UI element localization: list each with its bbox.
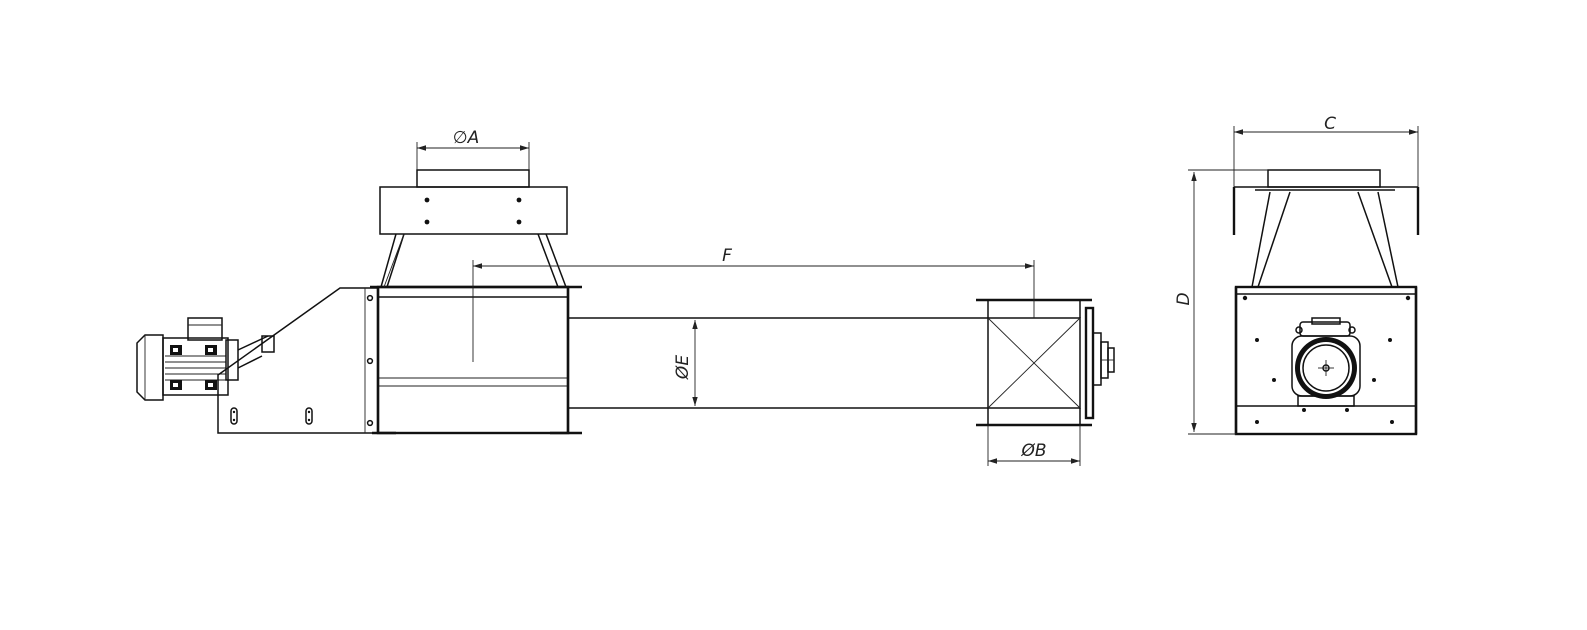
dimension-b: ØB	[987, 425, 1081, 466]
end-view: C D	[1174, 114, 1420, 436]
dimension-label-d: D	[1174, 292, 1194, 305]
dimension-label-a: ∅A	[453, 128, 479, 148]
dimension-a: ∅A	[416, 128, 530, 170]
dimension-label-e: ØE	[673, 355, 693, 380]
dimension-c: C	[1233, 114, 1419, 187]
side-view: ∅A F ØE ØB	[136, 128, 1115, 466]
dimension-label-b: ØB	[1020, 441, 1046, 461]
dimension-label-f: F	[722, 246, 732, 266]
hopper-side	[379, 169, 568, 288]
dimension-e: ØE	[673, 320, 698, 406]
dimension-f: F	[472, 246, 1035, 362]
drive-housing	[217, 287, 379, 434]
dimension-d: D	[1174, 169, 1268, 435]
inlet-section	[370, 285, 582, 435]
dimension-label-c: C	[1324, 114, 1336, 134]
conveyor-tube	[568, 317, 988, 409]
motor-side	[136, 317, 275, 401]
motor-end	[1291, 317, 1361, 407]
outlet-section	[976, 298, 1115, 427]
hopper-end	[1232, 169, 1420, 288]
